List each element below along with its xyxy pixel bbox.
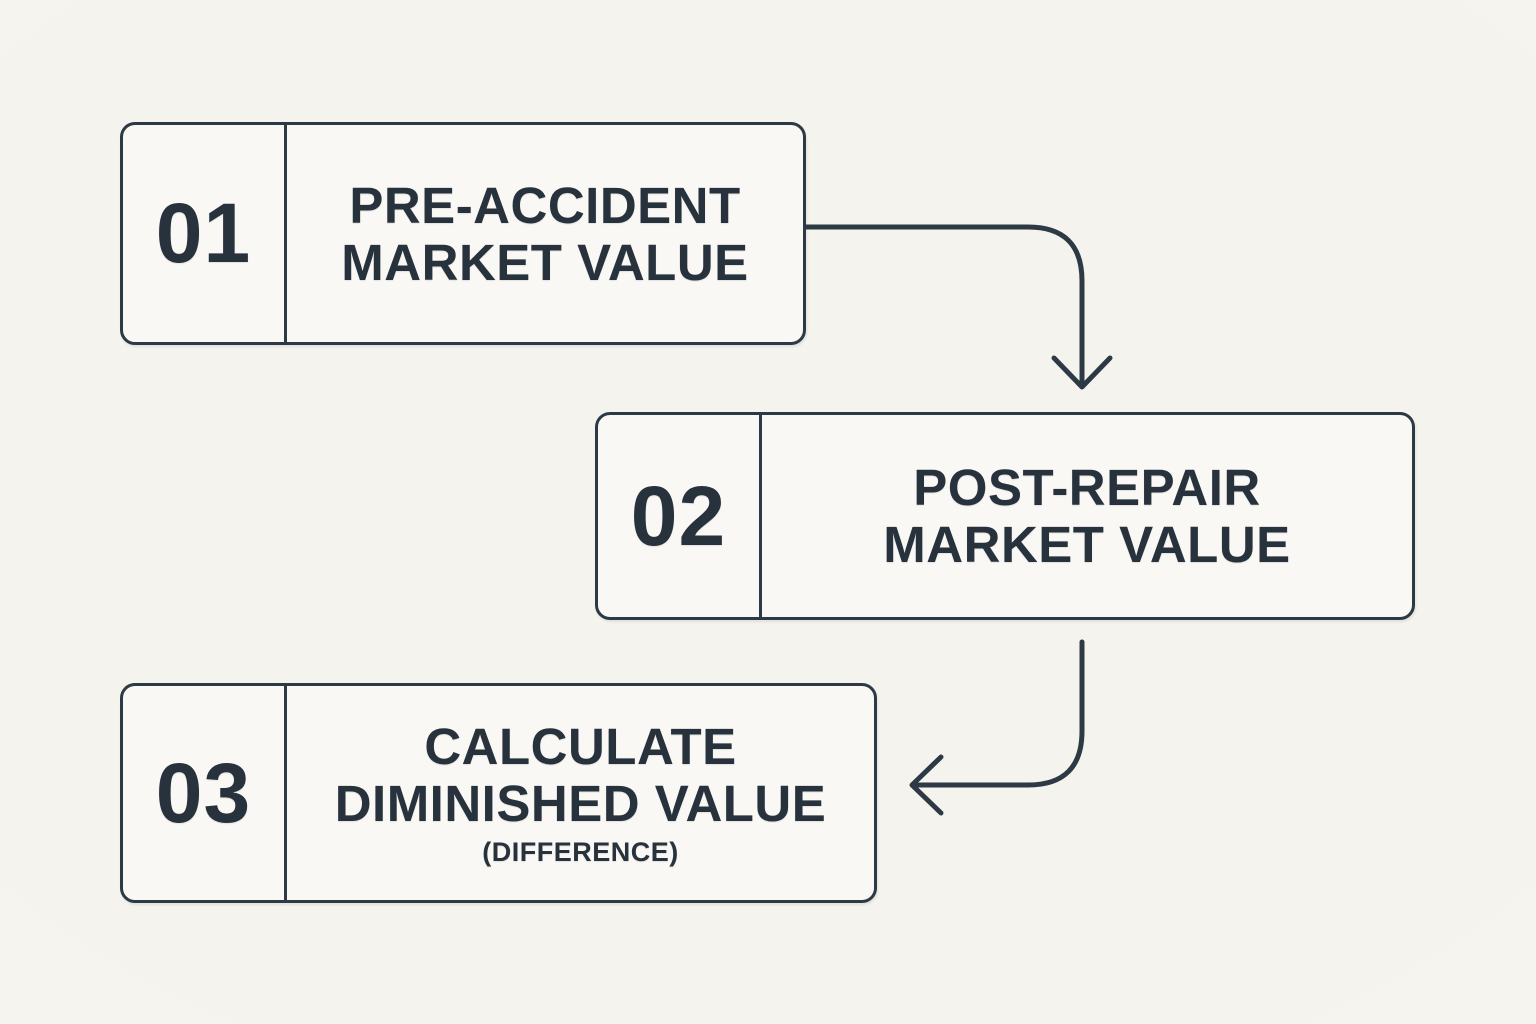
arrow-step2-to-step3	[909, 639, 1085, 816]
step-2-title-line-2: MARKET VALUE	[883, 516, 1291, 573]
step-1-title: PRE-ACCIDENT MARKET VALUE	[287, 125, 803, 342]
step-3-subtitle: (DIFFERENCE)	[482, 837, 679, 867]
step-1-title-line-1: PRE-ACCIDENT	[349, 176, 741, 234]
step-1-title-line-2: MARKET VALUE	[341, 233, 749, 291]
connector-line-2	[912, 639, 1085, 788]
step-2-number: 02	[598, 415, 762, 617]
arrow-left-icon	[909, 754, 944, 816]
step-box-3: 03 CALCULATE DIMINISHED VALUE (DIFFERENC…	[120, 683, 877, 903]
step-box-1: 01 PRE-ACCIDENT MARKET VALUE	[120, 122, 806, 345]
step-box-2: 02 POST-REPAIR MARKET VALUE	[595, 412, 1415, 620]
step-3-title: CALCULATE DIMINISHED VALUE (DIFFERENCE)	[287, 686, 874, 900]
arrow-down-icon	[1051, 355, 1113, 390]
step-3-title-line-2: DIMINISHED VALUE	[334, 775, 827, 832]
step-1-number: 01	[123, 125, 287, 342]
arrow-step1-to-step2	[803, 224, 1113, 390]
step-3-number: 03	[123, 686, 287, 900]
step-2-title-line-1: POST-REPAIR	[913, 459, 1261, 516]
connector-line-1	[803, 224, 1085, 385]
step-2-title: POST-REPAIR MARKET VALUE	[762, 415, 1412, 617]
step-3-title-line-1: CALCULATE	[424, 718, 737, 775]
